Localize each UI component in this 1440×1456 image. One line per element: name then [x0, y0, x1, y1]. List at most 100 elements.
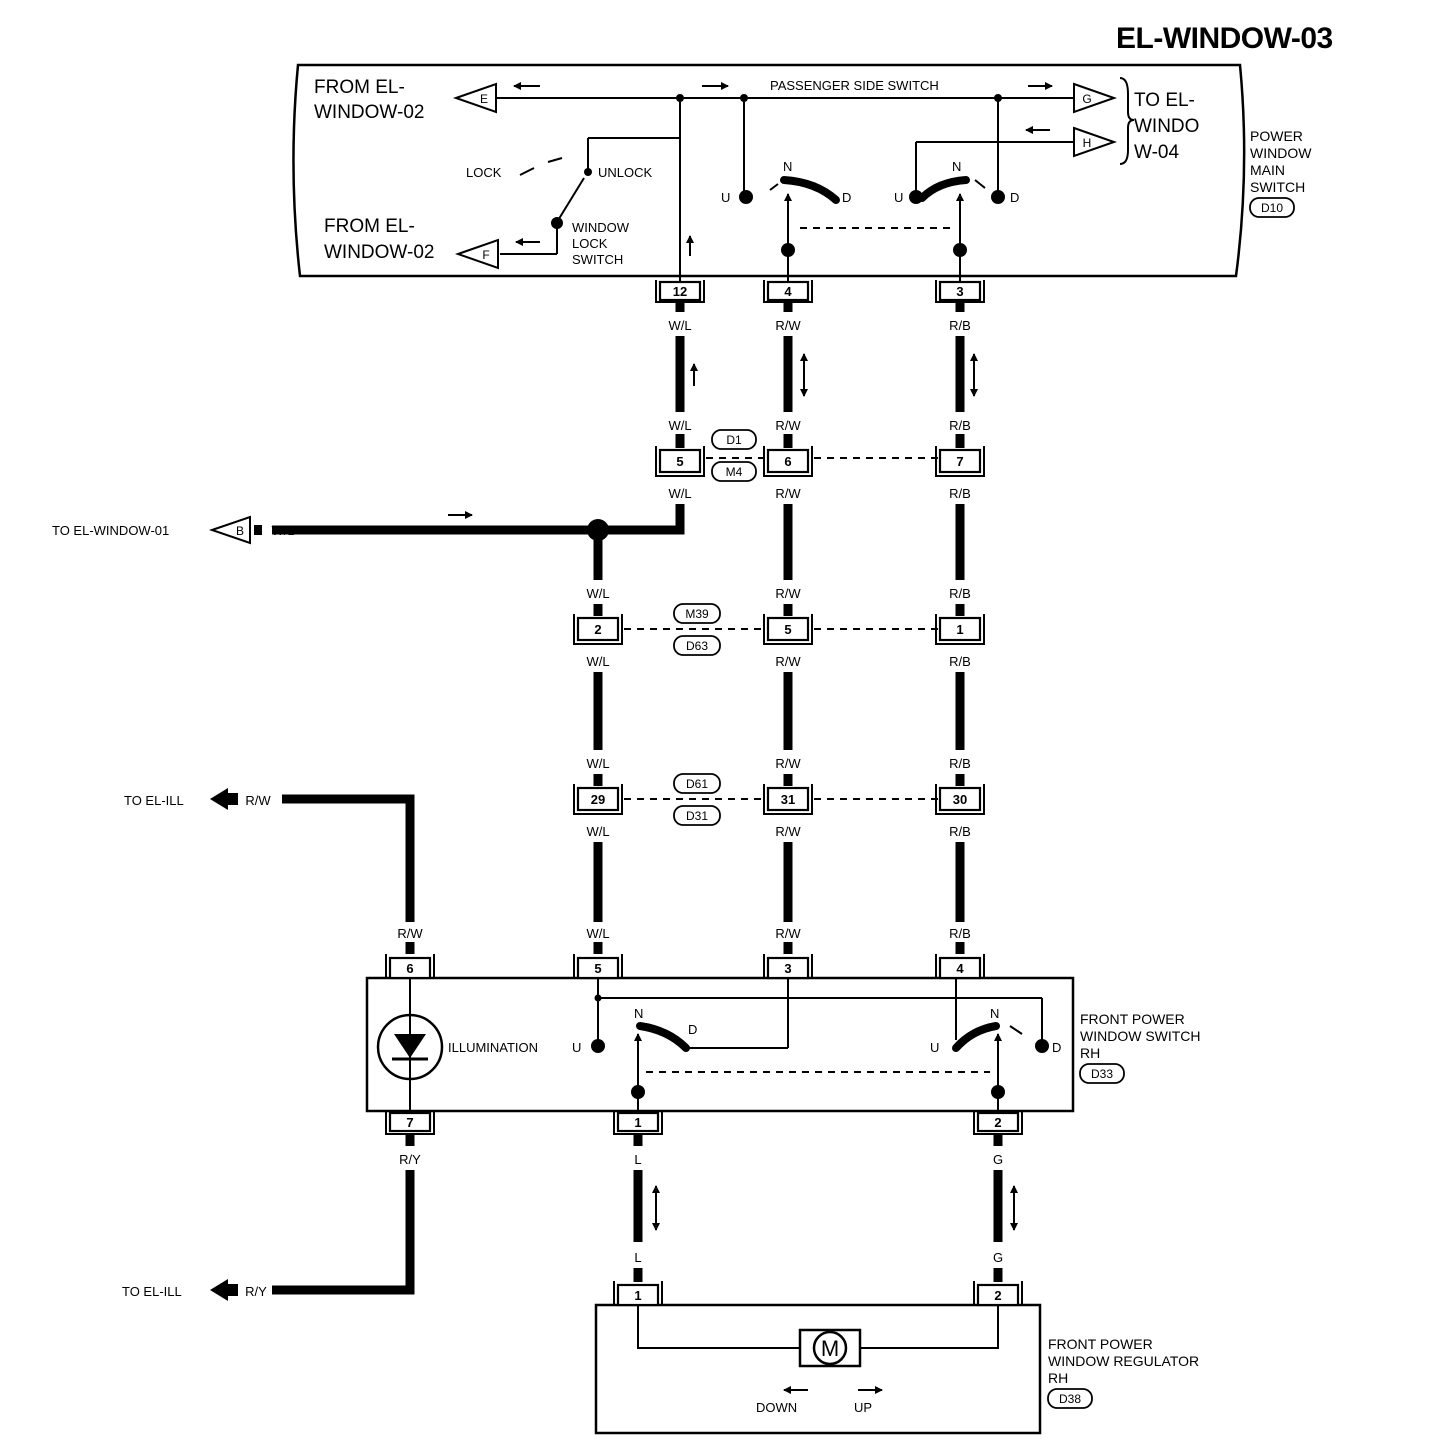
- svg-text:D63: D63: [686, 639, 708, 653]
- illumination-lamp: ILLUMINATION: [376, 978, 538, 1112]
- svg-text:R/W: R/W: [775, 318, 801, 333]
- motor-label: M: [821, 1336, 839, 1361]
- svg-text:R/W: R/W: [775, 654, 801, 669]
- to-el-ill-top: TO EL-ILL R/W R/W: [124, 788, 423, 954]
- svg-text:6: 6: [406, 961, 413, 976]
- svg-text:L: L: [634, 1250, 641, 1265]
- svg-text:29: 29: [591, 792, 605, 807]
- svg-text:W/L: W/L: [586, 756, 609, 771]
- svg-text:WINDOW-02: WINDOW-02: [314, 102, 424, 123]
- svg-text:W/L: W/L: [586, 926, 609, 941]
- svg-text:1: 1: [634, 1115, 641, 1130]
- svg-text:FRONT POWER: FRONT POWER: [1080, 1011, 1185, 1027]
- svg-text:FRONT POWER: FRONT POWER: [1048, 1336, 1153, 1352]
- svg-text:R/W: R/W: [245, 793, 271, 808]
- svg-text:R/W: R/W: [775, 586, 801, 601]
- svg-text:1: 1: [634, 1288, 641, 1303]
- svg-text:W/L: W/L: [668, 318, 691, 333]
- svg-text:N: N: [634, 1006, 643, 1021]
- svg-text:R/Y: R/Y: [245, 1284, 267, 1299]
- regulator-connector-id: D38: [1059, 1392, 1081, 1406]
- regulator-pins: 1 2: [613, 1281, 1023, 1307]
- svg-text:N: N: [783, 159, 792, 174]
- svg-text:U: U: [572, 1040, 581, 1055]
- svg-text:31: 31: [781, 792, 795, 807]
- svg-text:2: 2: [594, 622, 601, 637]
- svg-text:6: 6: [784, 454, 791, 469]
- svg-text:RH: RH: [1080, 1045, 1100, 1061]
- down-label: DOWN: [756, 1400, 797, 1415]
- wires-joint2-to-joint3: W/L W/L R/W R/W R/B R/B: [586, 654, 970, 771]
- svg-text:7: 7: [406, 1115, 413, 1130]
- joint-connector-2: 2 5 1 M39 D63: [573, 603, 985, 656]
- svg-text:7: 7: [956, 454, 963, 469]
- svg-text:R/W: R/W: [775, 756, 801, 771]
- svg-text:N: N: [990, 1006, 999, 1021]
- rh-switch-top-pins: 6 5 3 4: [385, 954, 985, 980]
- svg-text:L: L: [634, 1152, 641, 1167]
- svg-text:WINDOW SWITCH: WINDOW SWITCH: [1080, 1028, 1201, 1044]
- svg-text:R/W: R/W: [775, 486, 801, 501]
- svg-text:D61: D61: [686, 777, 708, 791]
- rh-switch-bottom-pins: 7 1 2: [385, 1111, 1023, 1135]
- svg-text:WINDO: WINDO: [1134, 116, 1199, 137]
- svg-text:D: D: [1052, 1040, 1061, 1055]
- svg-text:12: 12: [673, 284, 687, 299]
- svg-text:3: 3: [956, 284, 963, 299]
- svg-text:R/W: R/W: [775, 926, 801, 941]
- svg-text:R/Y: R/Y: [399, 1152, 421, 1167]
- joint-connector-1: 5 6 7 D1 M4: [655, 429, 985, 482]
- up-label: UP: [854, 1400, 872, 1415]
- svg-text:5: 5: [594, 961, 601, 976]
- svg-text:UNLOCK: UNLOCK: [598, 165, 653, 180]
- svg-text:4: 4: [956, 961, 964, 976]
- illumination-label: ILLUMINATION: [448, 1040, 538, 1055]
- svg-text:4: 4: [784, 284, 792, 299]
- svg-text:G: G: [993, 1152, 1003, 1167]
- regulator-direction: DOWN UP: [756, 1386, 883, 1415]
- from-el-window-02-bottom: FROM EL- WINDOW-02 F: [324, 216, 499, 270]
- svg-text:R/W: R/W: [775, 418, 801, 433]
- svg-text:WINDOW REGULATOR: WINDOW REGULATOR: [1048, 1353, 1199, 1369]
- rh-switch-box: [365, 976, 1075, 1113]
- svg-text:U: U: [930, 1040, 939, 1055]
- main-switch-pins: 12 4 3: [655, 280, 985, 303]
- svg-text:MAIN: MAIN: [1250, 162, 1285, 178]
- svg-text:W-04: W-04: [1134, 142, 1179, 163]
- svg-text:D: D: [1010, 190, 1019, 205]
- to-el-window-04: G H TO EL- WINDO W-04: [1073, 77, 1199, 165]
- svg-text:U: U: [894, 190, 903, 205]
- svg-text:RH: RH: [1048, 1370, 1068, 1386]
- main-switch-connector-id: D10: [1261, 201, 1283, 215]
- ref-g: G: [1082, 92, 1091, 106]
- svg-text:2: 2: [994, 1115, 1001, 1130]
- rh-switch-label: FRONT POWER WINDOW SWITCH RH D33: [1079, 1011, 1201, 1084]
- svg-text:R/B: R/B: [949, 418, 971, 433]
- svg-text:SWITCH: SWITCH: [1250, 179, 1305, 195]
- svg-text:W/L: W/L: [668, 418, 691, 433]
- svg-text:1: 1: [956, 622, 963, 637]
- to-el-ill-bottom: TO EL-ILL R/Y: [122, 1279, 267, 1301]
- ref-h: H: [1083, 136, 1092, 150]
- svg-text:30: 30: [953, 792, 967, 807]
- svg-text:R/B: R/B: [949, 486, 971, 501]
- rh-switch-connector-id: D33: [1091, 1067, 1113, 1081]
- svg-text:3: 3: [784, 961, 791, 976]
- svg-text:W/L: W/L: [586, 586, 609, 601]
- svg-text:W/L: W/L: [586, 654, 609, 669]
- svg-text:D1: D1: [726, 433, 742, 447]
- svg-text:R/B: R/B: [949, 654, 971, 669]
- svg-text:D: D: [688, 1022, 697, 1037]
- svg-text:R/W: R/W: [775, 824, 801, 839]
- from-el-window-02-top: FROM EL- WINDOW-02 E: [314, 77, 497, 123]
- joint-connector-3: 29 31 30 D61 D31: [573, 773, 985, 826]
- svg-text:U: U: [721, 190, 730, 205]
- svg-text:2: 2: [994, 1288, 1001, 1303]
- svg-text:M39: M39: [685, 607, 709, 621]
- svg-text:R/W: R/W: [397, 926, 423, 941]
- ref-f: F: [482, 248, 489, 262]
- svg-text:W/L: W/L: [586, 824, 609, 839]
- svg-text:WINDOW: WINDOW: [1250, 145, 1312, 161]
- svg-text:WINDOW-02: WINDOW-02: [324, 242, 434, 263]
